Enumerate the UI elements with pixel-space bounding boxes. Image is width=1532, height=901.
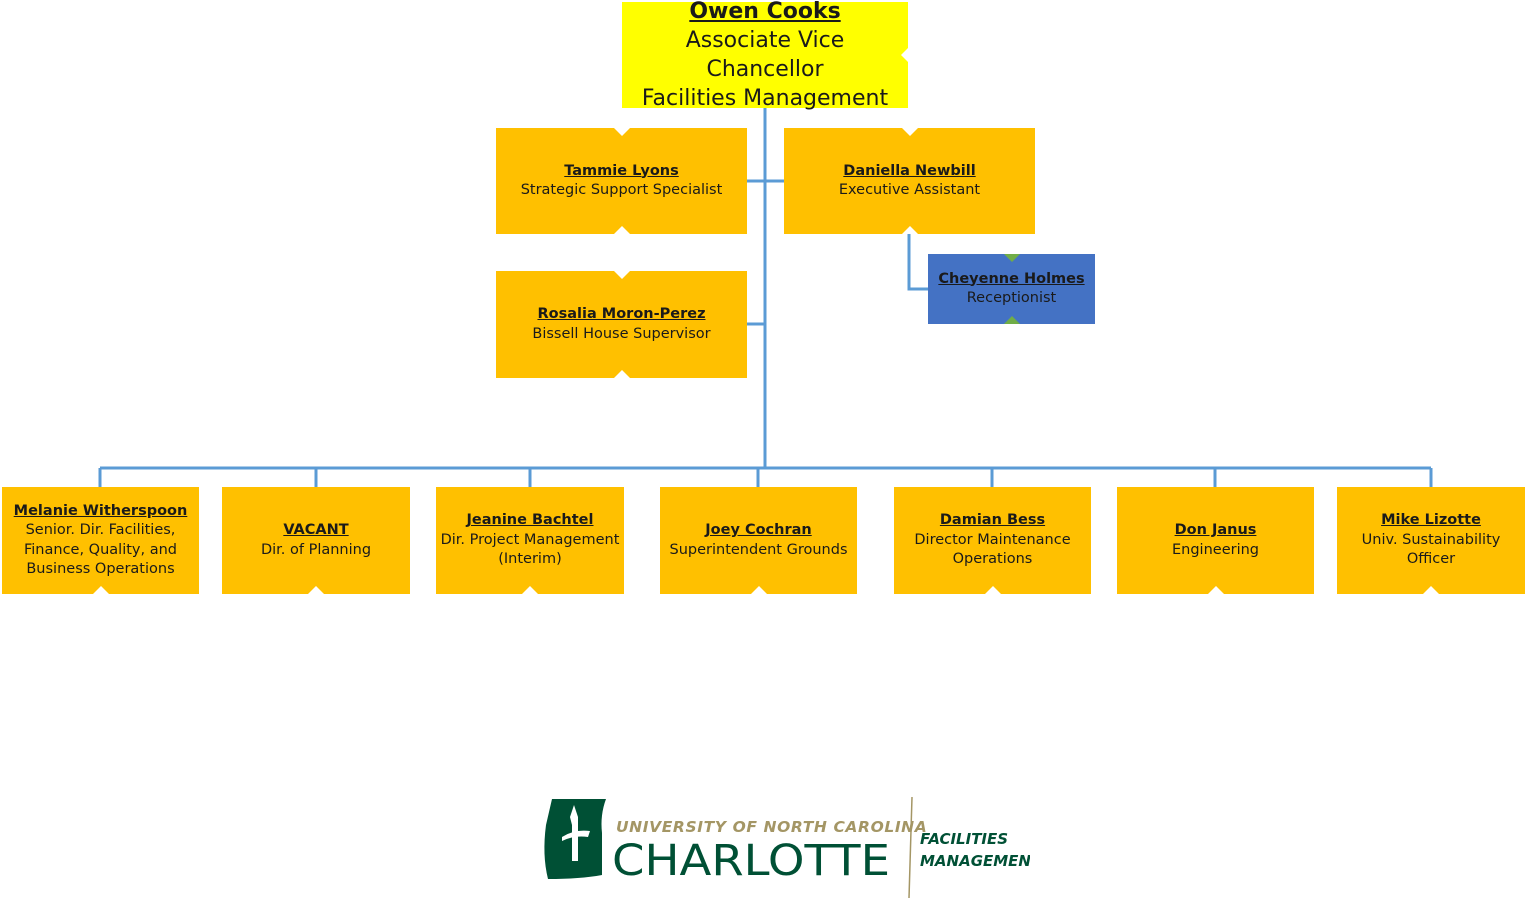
- node-title: Univ. Sustainability Officer: [1361, 531, 1501, 568]
- chart-node-director: VACANT Dir. of Planning: [222, 487, 410, 594]
- node-notch: [901, 48, 908, 62]
- node-title: Strategic Support Specialist: [520, 182, 723, 198]
- node-notch: [901, 226, 918, 234]
- node-title: Dir. of Planning: [260, 541, 372, 558]
- node-name: Damian Bess: [939, 512, 1046, 529]
- node-notch: [613, 271, 630, 279]
- node-name: Cheyenne Holmes: [938, 270, 1085, 287]
- node-title: Facilities Management: [641, 86, 889, 111]
- node-notch: [1423, 586, 1439, 594]
- chart-node-sub: Cheyenne Holmes Receptionist: [928, 254, 1095, 324]
- chart-node-director: Don Janus Engineering: [1117, 487, 1314, 594]
- node-name: Don Janus: [1174, 522, 1257, 538]
- node-title: Dir. Project Management: [440, 531, 620, 548]
- node-title: Senior. Dir. Facilities,: [25, 522, 176, 538]
- node-title: Engineering: [1172, 541, 1259, 558]
- node-notch: [522, 586, 538, 594]
- node-notch: [1003, 254, 1020, 262]
- node-name: VACANT: [283, 522, 349, 538]
- node-notch: [308, 586, 324, 594]
- node-notch: [613, 370, 630, 378]
- node-title: Associate Vice Chancellor: [685, 28, 845, 82]
- node-name: Melanie Witherspoon: [13, 502, 188, 519]
- node-name: Daniella Newbill: [843, 162, 976, 179]
- chart-node-director: Jeanine Bachtel Dir. Project Management …: [436, 487, 624, 594]
- chart-node-staff: Rosalia Moron-Perez Bissell House Superv…: [496, 271, 747, 378]
- logo-dept-line: MANAGEMENT: [920, 852, 1030, 870]
- logo-dept-line: FACILITIES: [920, 830, 1008, 848]
- chart-node-director: Mike Lizotte Univ. Sustainability Office…: [1337, 487, 1525, 594]
- node-title: Bissell House Supervisor: [532, 325, 711, 342]
- node-notch: [984, 586, 1001, 594]
- node-name: Rosalia Moron-Perez: [537, 306, 706, 322]
- node-name: Joey Cochran: [705, 522, 812, 538]
- node-name: Jeanine Bachtel: [466, 512, 594, 529]
- node-title: Operations: [952, 551, 1033, 568]
- node-title: (Interim): [498, 551, 562, 568]
- node-title: Business Operations: [26, 561, 175, 577]
- node-notch: [92, 586, 109, 594]
- node-title: Receptionist: [966, 290, 1057, 306]
- chart-node-director: Damian Bess Director Maintenance Operati…: [894, 487, 1091, 594]
- chart-node-top: Owen Cooks Associate Vice Chancellor Fac…: [622, 0, 908, 111]
- node-title: Director Maintenance: [914, 531, 1071, 548]
- pick-axe-mark-icon: [544, 799, 606, 879]
- chart-node-director: Melanie Witherspoon Senior. Dir. Facilit…: [2, 487, 199, 594]
- logo-divider: [908, 796, 913, 899]
- node-name: Tammie Lyons: [564, 162, 679, 179]
- node-notch: [613, 226, 630, 234]
- chart-node-director: Joey Cochran Superintendent Grounds: [660, 487, 857, 594]
- chart-node-staff: Daniella Newbill Executive Assistant: [784, 128, 1035, 234]
- node-name: Mike Lizotte: [1381, 512, 1481, 529]
- logo-university-line: UNIVERSITY OF NORTH CAROLINA: [616, 818, 927, 836]
- node-notch: [750, 586, 767, 594]
- logo-wordmark: CHARLOTTE: [612, 836, 890, 886]
- connector-line: [907, 234, 928, 291]
- node-title: Executive Assistant: [838, 182, 981, 198]
- node-name: Owen Cooks: [689, 0, 841, 24]
- unc-charlotte-facilities-logo: UNIVERSITY OF NORTH CAROLINA CHARLOTTE F…: [544, 796, 1030, 899]
- node-notch: [613, 128, 630, 136]
- node-title: Superintendent Grounds: [669, 541, 848, 558]
- node-notch: [1207, 586, 1224, 594]
- node-title: Finance, Quality, and: [23, 541, 177, 558]
- node-notch: [1003, 316, 1020, 324]
- chart-node-staff: Tammie Lyons Strategic Support Specialis…: [496, 128, 747, 234]
- node-notch: [901, 128, 918, 136]
